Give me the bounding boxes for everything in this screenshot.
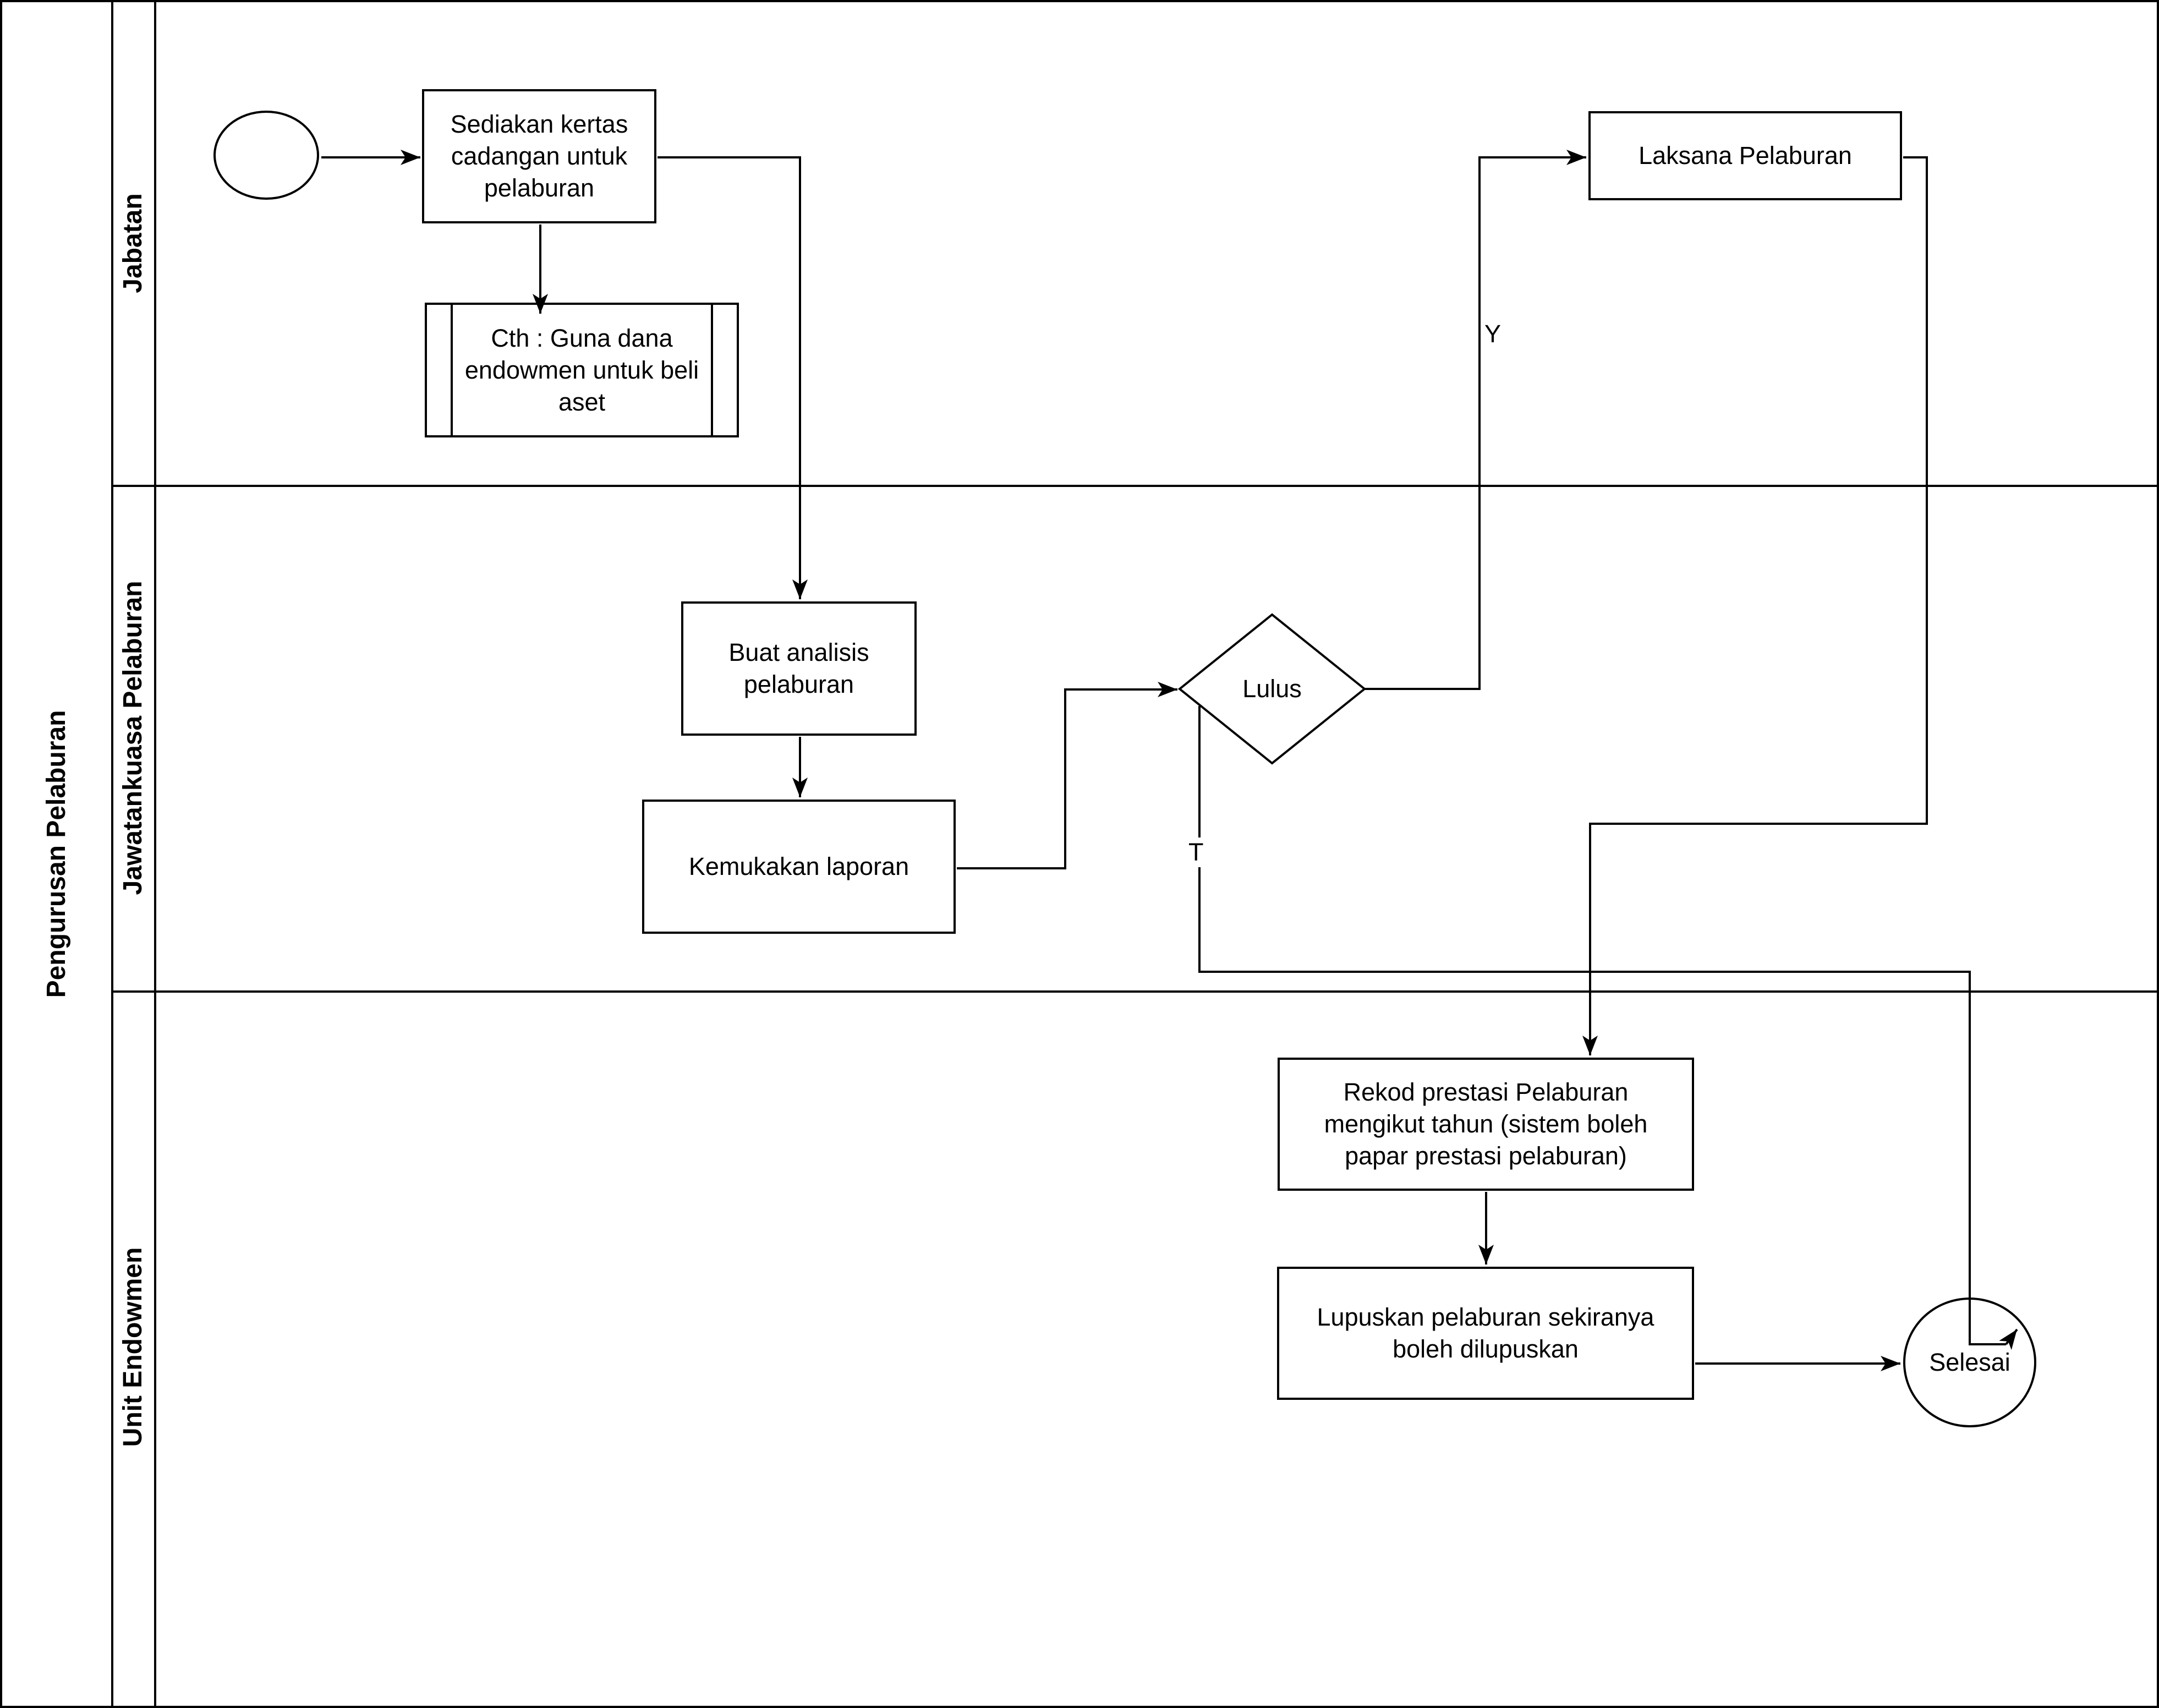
task-kemukakan-laporan: Kemukakan laporan: [642, 800, 956, 934]
end-event-selesai: Selesai: [1903, 1298, 2036, 1427]
lane-label-jawatankuasa: Jawatankuasa Pelaburan: [118, 581, 147, 895]
task-lupuskan-pelaburan: Lupuskan pelaburan sekiranya boleh dilup…: [1277, 1267, 1694, 1400]
subprocess-right-bar: [711, 305, 713, 435]
subprocess-label: Cth : Guna dana endowmen untuk beli aset: [464, 324, 699, 416]
lane-label-divider: [154, 2, 156, 1706]
lane-label-unit-endowmen: Unit Endowmen: [118, 1247, 147, 1447]
task-rekod-prestasi: Rekod prestasi Pelaburan mengikut tahun …: [1278, 1058, 1694, 1191]
pool-title-divider: [111, 2, 113, 1706]
task-buat-analisis: Buat analisis pelaburan: [681, 601, 917, 736]
edge-label-yes: Y: [1484, 320, 1502, 348]
pool-title: Pengurusan Pelaburan: [42, 710, 71, 998]
lane-divider-1: [111, 485, 2157, 487]
subprocess-left-bar: [451, 305, 453, 435]
edge-label-no: T: [1184, 837, 1208, 867]
subprocess-cth-guna-dana: Cth : Guna dana endowmen untuk beli aset: [425, 303, 739, 437]
start-event: [213, 111, 319, 200]
task-sediakan-kertas: Sediakan kertas cadangan untuk pelaburan: [422, 89, 656, 223]
decision-lulus-label: Lulus: [1242, 675, 1302, 703]
lane-label-jabatan: Jabatan: [118, 193, 147, 293]
lane-divider-2: [111, 990, 2157, 993]
task-laksana-pelaburan: Laksana Pelaburan: [1588, 111, 1902, 200]
